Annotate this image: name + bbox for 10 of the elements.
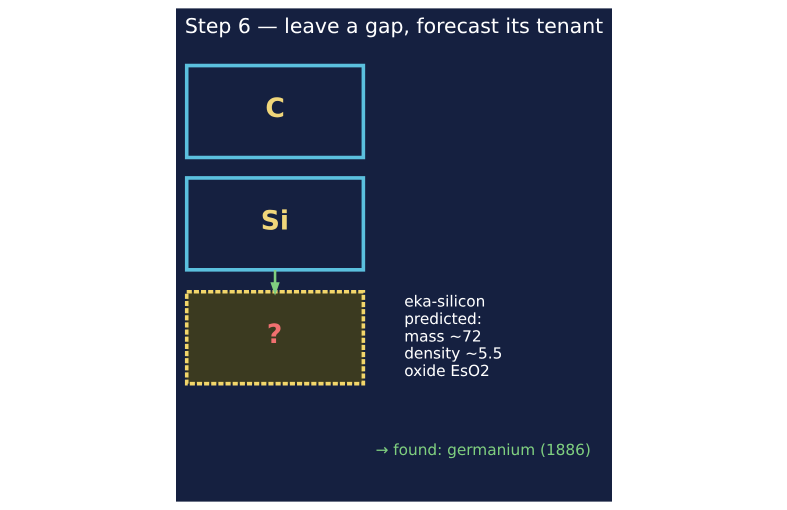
- diagram-title: Step 6 — leave a gap, forecast its tenant: [184, 14, 603, 38]
- arrow: [270, 270, 280, 296]
- node-box: Si: [184, 176, 365, 272]
- label: → found: germanium (1886): [375, 441, 590, 460]
- node-label: eka-silicon predicted:: [404, 292, 485, 328]
- node-label: oxide EsO2: [404, 362, 490, 380]
- node-box: C: [184, 64, 365, 160]
- node-label: density ~5.5: [404, 344, 502, 363]
- node-box: ?: [184, 290, 365, 386]
- node-label: mass ~72: [404, 327, 482, 346]
